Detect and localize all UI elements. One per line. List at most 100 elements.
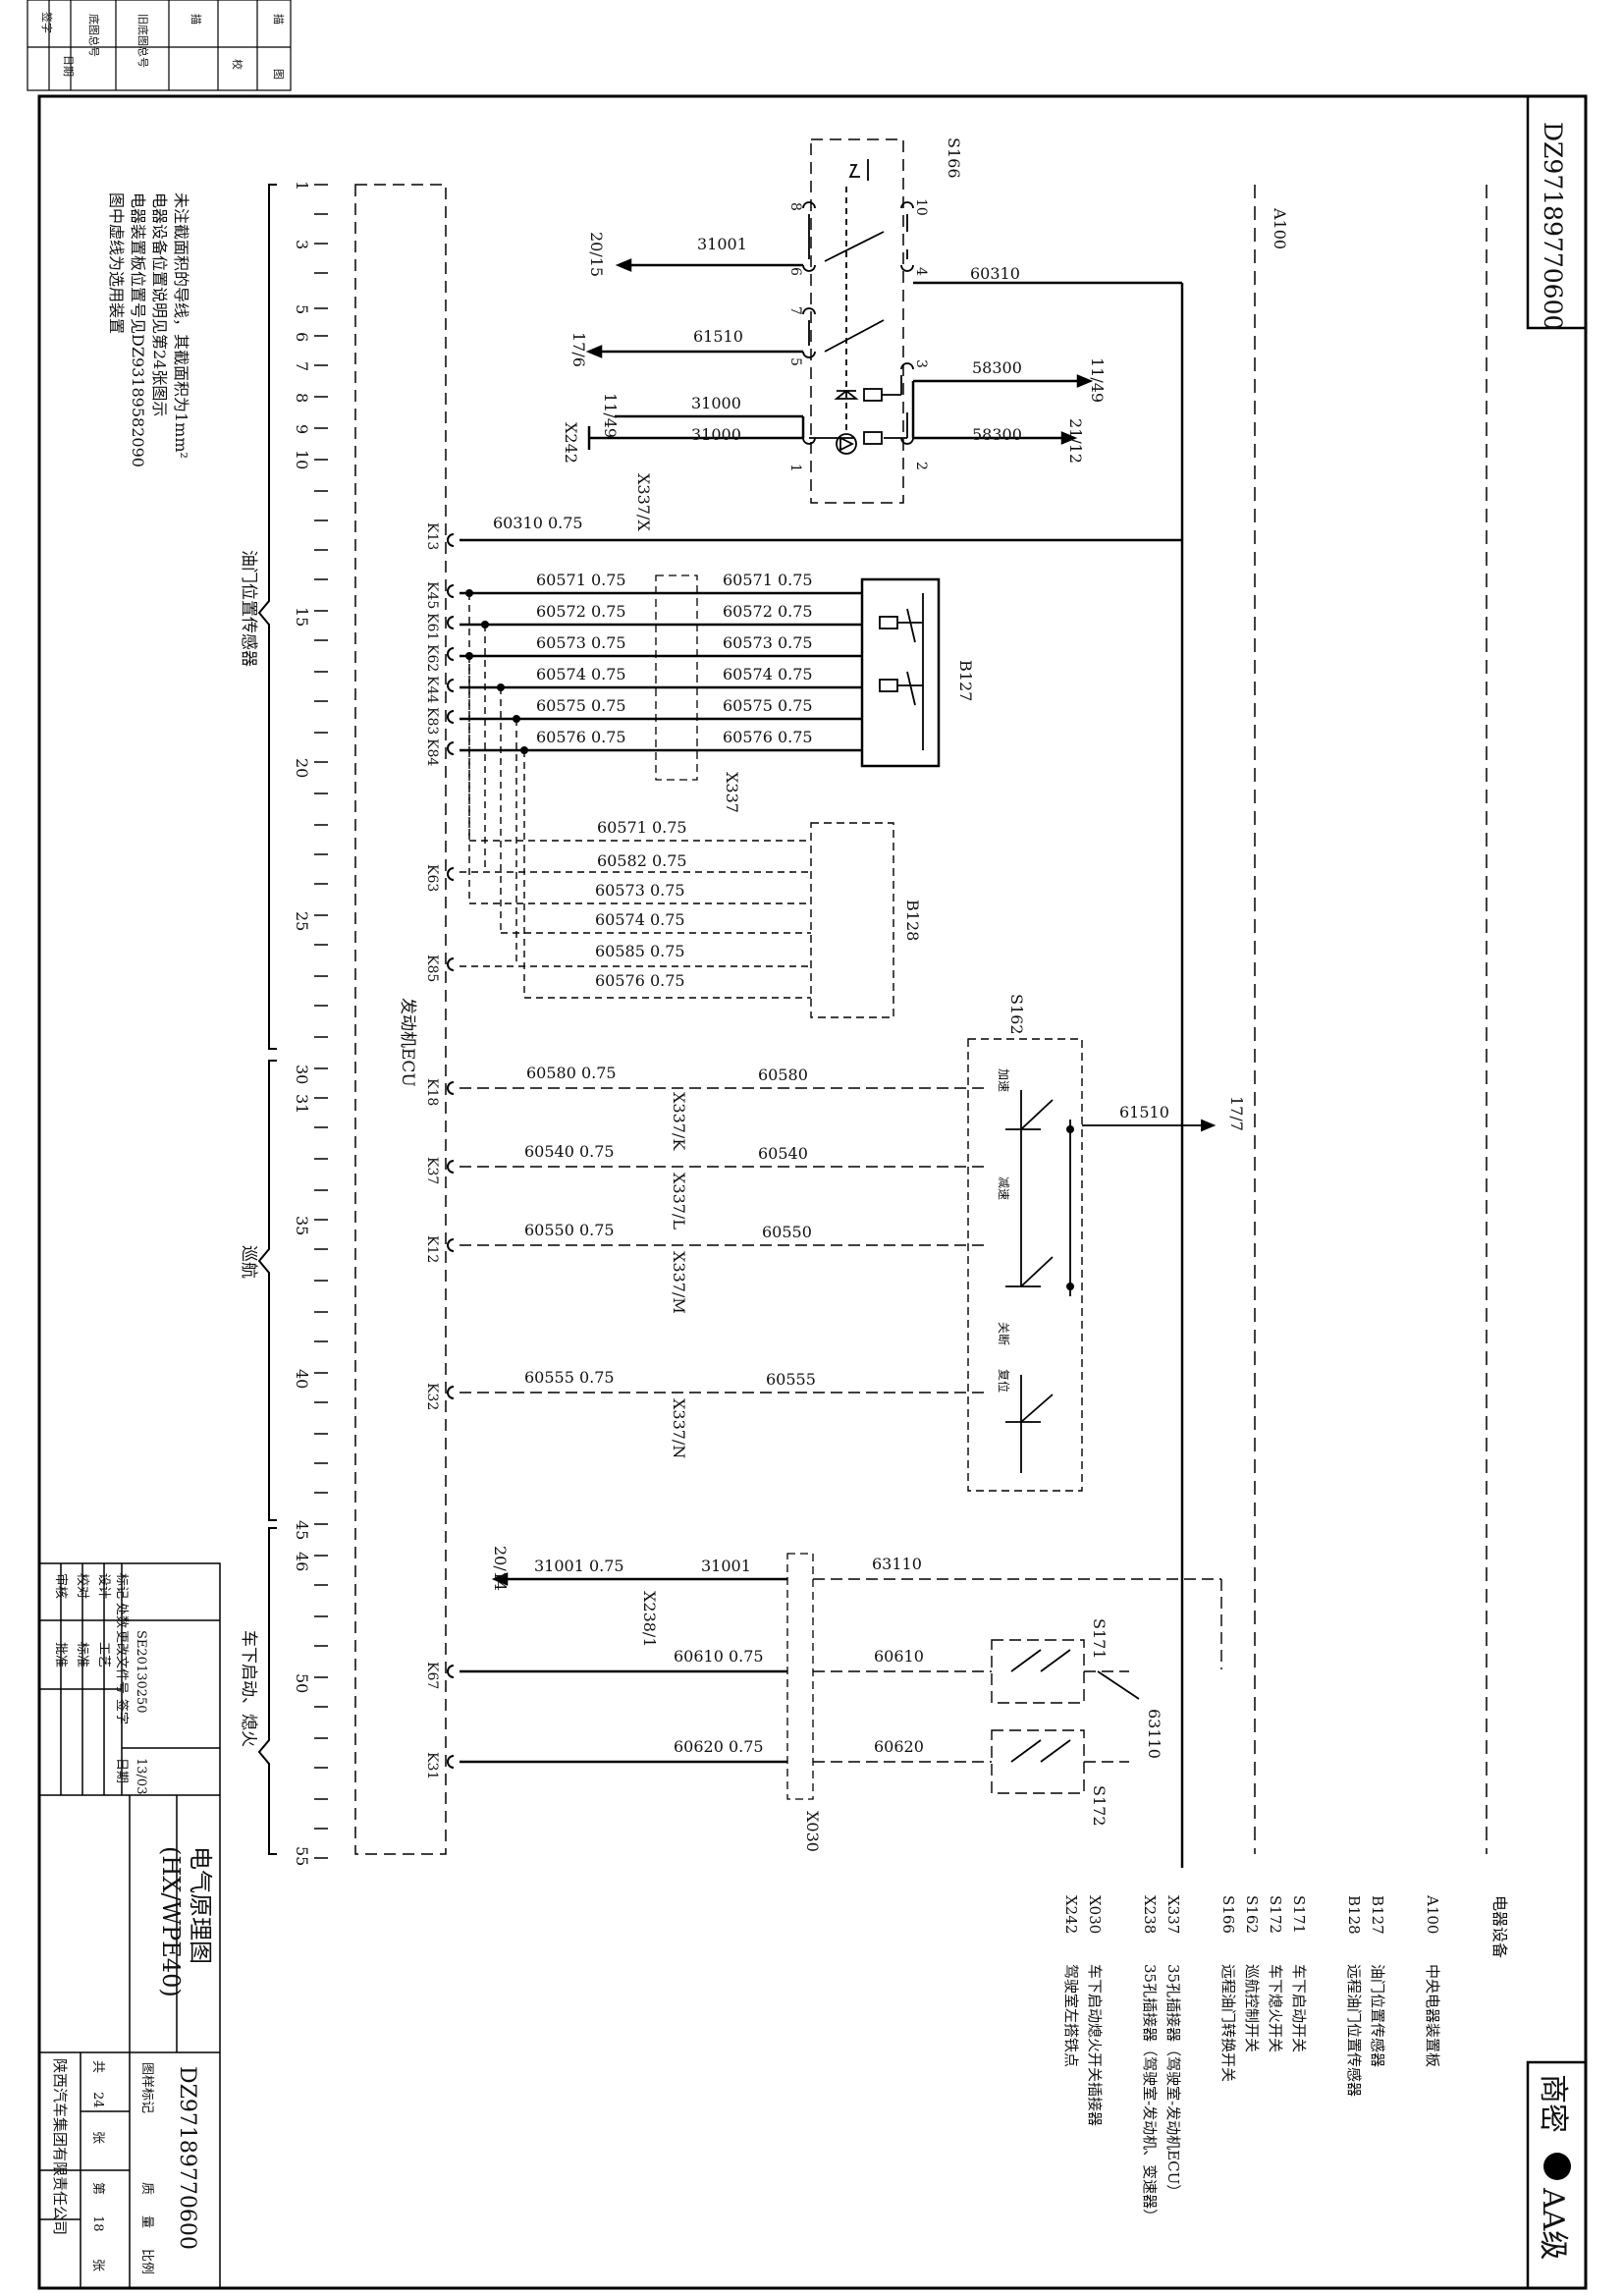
b127-junctions bbox=[465, 589, 528, 754]
legend-code-10: X242 bbox=[1062, 1895, 1080, 1934]
ruler-num-55: 55 bbox=[293, 1846, 311, 1866]
tb-sign: 签字 bbox=[114, 1699, 130, 1724]
wire-60620-b: 60620 bbox=[874, 1737, 924, 1756]
cruise-left-2: 60550 0.75 bbox=[524, 1221, 615, 1239]
brand-logo-icon bbox=[1543, 2153, 1571, 2180]
pin-k84: K84 bbox=[424, 738, 440, 766]
group-throttle-label: 油门位置传感器 bbox=[239, 550, 258, 667]
legend-code-0: A100 bbox=[1424, 1894, 1441, 1934]
cruise-right-0: 60580 bbox=[758, 1066, 808, 1084]
s166-box bbox=[810, 138, 904, 504]
b127-right-5: 60576 0.75 bbox=[723, 728, 813, 746]
start-stop-switches bbox=[1010, 1649, 1140, 1763]
b127-left-0: 60571 0.75 bbox=[536, 571, 626, 589]
s166-pin-2: 2 bbox=[913, 462, 929, 470]
legend-code-1: B127 bbox=[1369, 1895, 1386, 1935]
s166-pin-7: 7 bbox=[787, 306, 803, 315]
ruler-num-45: 45 bbox=[293, 1520, 311, 1540]
switch-word-reset: 复位 bbox=[997, 1369, 1011, 1393]
brand-text: 商密 bbox=[1536, 2074, 1570, 2133]
tb-quality: 质 bbox=[139, 2182, 154, 2195]
stamp-old-base-no: 旧底图总号 bbox=[136, 14, 150, 68]
wire-58300-b: 58300 bbox=[972, 425, 1022, 444]
b127-right-4: 60575 0.75 bbox=[723, 696, 813, 715]
cruise-left-3: 60555 0.75 bbox=[524, 1368, 615, 1387]
a100-label: A100 bbox=[1271, 207, 1289, 249]
stamp-base-no: 底图总号 bbox=[87, 14, 101, 57]
pin-k31: K31 bbox=[424, 1752, 440, 1779]
outer-border bbox=[37, 94, 1588, 2290]
b127-left-1: 60572 0.75 bbox=[536, 602, 626, 621]
wire-63110-b: 63110 bbox=[1145, 1709, 1163, 1759]
s166-wires bbox=[460, 258, 1184, 1868]
s162-label: S162 bbox=[1007, 994, 1026, 1035]
legend-desc-8: 35孔插接器（驾驶室-发动机、变速器） bbox=[1141, 1964, 1159, 2223]
stamp-sign: 签字 bbox=[40, 12, 54, 33]
b128-box bbox=[810, 822, 894, 1018]
wire-60310: 60310 bbox=[970, 264, 1020, 283]
title-block-company: 陕西汽车集团有限责任公司 bbox=[51, 2058, 69, 2235]
ecu-pins bbox=[447, 533, 455, 1769]
sheet-unit-a: 张 bbox=[90, 2131, 105, 2144]
label-x030: X030 bbox=[803, 1811, 822, 1852]
legend-code-8: X238 bbox=[1141, 1895, 1159, 1934]
top-left-stamp-block bbox=[27, 0, 292, 91]
note-1: 未注截面积的导线，其截面积为1mm² bbox=[172, 192, 190, 459]
legend-desc-2: 远程油门位置传感器 bbox=[1345, 1964, 1363, 2097]
b127-left-5: 60576 0.75 bbox=[536, 728, 626, 746]
wire-60310-075: 60310 0.75 bbox=[493, 514, 583, 532]
s166-pin-5: 5 bbox=[787, 357, 803, 366]
ruler-num-5: 5 bbox=[293, 304, 311, 314]
group-cruise-label: 巡航 bbox=[239, 1245, 258, 1279]
legend-title: 电器设备 bbox=[1490, 1895, 1509, 1958]
b128-wire-2: 60573 0.75 bbox=[595, 881, 685, 900]
ref-17-6: 17/6 bbox=[569, 332, 588, 367]
sheet-no-label: 第 bbox=[90, 2182, 105, 2195]
stamp-trace2: 描 bbox=[272, 14, 286, 25]
b128-wire-1: 60582 0.75 bbox=[597, 851, 687, 870]
drawing-number-top: DZ97189770600 bbox=[1539, 122, 1567, 330]
s166-pin-1: 1 bbox=[787, 464, 803, 472]
tb-date: 日期 bbox=[114, 1758, 129, 1783]
tb-sample-mark: 图样标记 bbox=[139, 2062, 154, 2113]
legend-code-2: B128 bbox=[1345, 1895, 1363, 1935]
legend-desc-1: 油门位置传感器 bbox=[1369, 1964, 1386, 2067]
s166-pin-10: 10 bbox=[913, 198, 929, 216]
pin-k61: K61 bbox=[424, 613, 440, 640]
ruler-num-40: 40 bbox=[293, 1369, 311, 1389]
b127-left-4: 60575 0.75 bbox=[536, 696, 626, 715]
b127-label: B127 bbox=[956, 660, 975, 701]
s162-junctions bbox=[1066, 1125, 1074, 1290]
label-s172: S172 bbox=[1090, 1785, 1109, 1827]
tb-design: 设计 bbox=[96, 1573, 111, 1599]
legend-code-4: S172 bbox=[1267, 1895, 1284, 1934]
legend-desc-0: 中央电器装置板 bbox=[1424, 1964, 1441, 2067]
legend-desc-10: 驾驶室左搭铁点 bbox=[1062, 1964, 1080, 2067]
pin-k67: K67 bbox=[424, 1662, 440, 1689]
legend-code-9: X030 bbox=[1086, 1895, 1104, 1934]
b127-right-2: 60573 0.75 bbox=[723, 633, 813, 652]
cruise-right-2: 60550 bbox=[762, 1223, 812, 1241]
wire-31000-a: 31000 bbox=[691, 394, 741, 412]
start-stop-wires bbox=[460, 1572, 787, 1764]
tb-audit: 审核 bbox=[53, 1573, 68, 1599]
title-block-title: 电气原理图 bbox=[187, 1846, 214, 1964]
b127-right-1: 60572 0.75 bbox=[723, 602, 813, 621]
note-3: 电器装置板位置号见DZ93189582090 bbox=[129, 192, 147, 467]
ruler bbox=[314, 184, 328, 1859]
b127-box bbox=[860, 577, 941, 768]
legend-desc-3: 车下启动开关 bbox=[1290, 1964, 1308, 2052]
ruler-num-1: 1 bbox=[293, 181, 311, 191]
b128-wire-3: 60574 0.75 bbox=[595, 910, 685, 929]
ruler-num-35: 35 bbox=[293, 1216, 311, 1235]
note-2: 电器设备位置说明见第24张图示 bbox=[150, 192, 169, 416]
legend-desc-7: 35孔插接器（驾驶室-发动机ECU） bbox=[1164, 1964, 1182, 2199]
legend-code-3: S171 bbox=[1290, 1895, 1308, 1934]
stamp-check: 校 bbox=[231, 59, 244, 70]
start-stop-dashed bbox=[813, 1578, 1222, 1794]
legend-code-5: S162 bbox=[1243, 1895, 1261, 1934]
ruler-num-3: 3 bbox=[293, 240, 311, 249]
b128-wire-0: 60571 0.75 bbox=[597, 818, 687, 837]
title-block-drawing-number: DZ97189770600 bbox=[175, 2066, 199, 2250]
